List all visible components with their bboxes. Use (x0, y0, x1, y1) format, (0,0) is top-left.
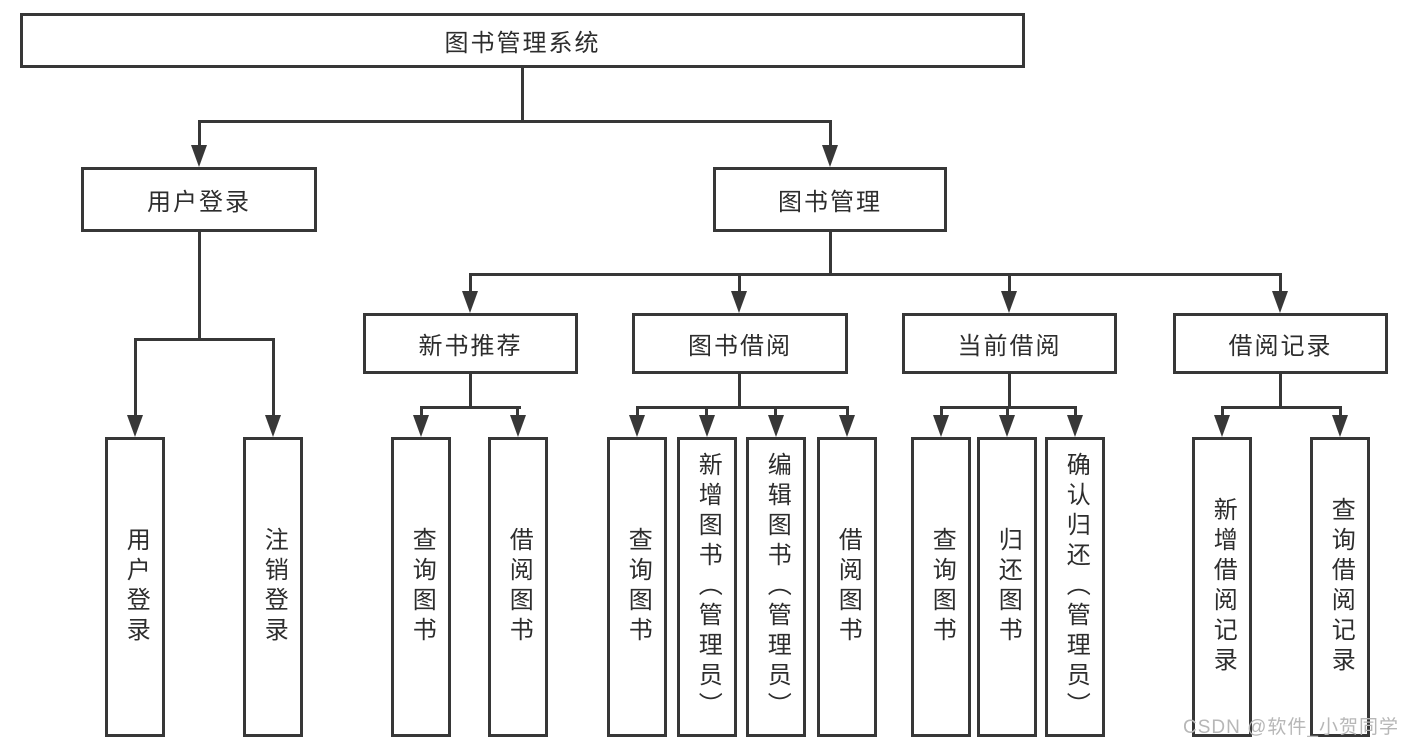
leaf-return-book: 归还图书 (977, 437, 1037, 737)
node-label: 查询借阅记录 (1327, 497, 1355, 677)
node-label: 编辑图书（管理员） (763, 452, 791, 722)
node-label: 新书推荐 (418, 333, 523, 360)
node-label: 确认归还（管理员） (1062, 452, 1090, 722)
connector-stem-newbook (469, 273, 472, 295)
arrowhead-down-icon (265, 415, 281, 437)
node-book-borrowing: 图书借阅 (632, 313, 848, 374)
leaf-borrow-books-2: 借阅图书 (817, 437, 877, 737)
arrowhead-down-icon (999, 415, 1015, 437)
leaf-edit-book-admin: 编辑图书（管理员） (746, 437, 806, 737)
arrowhead-down-icon (191, 145, 207, 167)
arrowhead-down-icon (699, 415, 715, 437)
node-label: 用户登录 (122, 527, 150, 647)
arrowhead-down-icon (629, 415, 645, 437)
connector-stem-leaf-user-login (134, 338, 137, 418)
node-label: 当前借阅 (957, 333, 1062, 360)
connector-bookborrow-hline (636, 406, 849, 409)
node-label: 新增图书（管理员） (694, 452, 722, 722)
arrowhead-down-icon (1272, 291, 1288, 313)
connector-newbook-hline (420, 406, 521, 409)
arrowhead-down-icon (1214, 415, 1230, 437)
leaf-query-books-3: 查询图书 (911, 437, 971, 737)
connector-stem (1339, 406, 1342, 418)
node-borrow-records: 借阅记录 (1173, 313, 1388, 374)
connector-stem (1006, 406, 1009, 418)
node-label: 图书管理系统 (444, 30, 601, 57)
node-label: 归还图书 (994, 527, 1022, 647)
arrowhead-down-icon (127, 415, 143, 437)
connector-stem-borrowrecords (1279, 273, 1282, 295)
connector-root-stub (521, 68, 524, 120)
arrowhead-down-icon (1332, 415, 1348, 437)
node-label: 借阅图书 (834, 527, 862, 647)
leaf-query-borrow-record: 查询借阅记录 (1310, 437, 1370, 737)
connector-currentborrow-stub (1008, 374, 1011, 408)
leaf-query-books-1: 查询图书 (391, 437, 451, 737)
connector-borrowrecords-hline (1221, 406, 1342, 409)
arrowhead-down-icon (822, 145, 838, 167)
arrowhead-down-icon (1067, 415, 1083, 437)
node-label: 查询图书 (408, 527, 436, 647)
node-user-login-group: 用户登录 (81, 167, 317, 232)
watermark-text: CSDN @软件_小贺同学 (1183, 717, 1399, 738)
arrowhead-down-icon (462, 291, 478, 313)
node-new-book-recommend: 新书推荐 (363, 313, 578, 374)
connector-stem (940, 406, 943, 418)
connector-stem-user-login (198, 120, 201, 148)
node-label: 用户登录 (147, 189, 251, 216)
node-book-management: 图书管理 (713, 167, 947, 232)
connector-login-stub (198, 232, 201, 338)
connector-bookborrow-stub (738, 374, 741, 408)
node-label: 注销登录 (260, 527, 288, 647)
leaf-query-books-2: 查询图书 (607, 437, 667, 737)
arrowhead-down-icon (933, 415, 949, 437)
leaf-confirm-return-admin: 确认归还（管理员） (1045, 437, 1105, 737)
arrowhead-down-icon (731, 291, 747, 313)
node-label: 图书借阅 (688, 333, 792, 360)
connector-borrowrecords-stub (1279, 374, 1282, 408)
leaf-add-borrow-record: 新增借阅记录 (1192, 437, 1252, 737)
connector-stem-book-mgmt (829, 120, 832, 148)
arrowhead-down-icon (839, 415, 855, 437)
connector-login-hline (134, 338, 275, 341)
arrowhead-down-icon (1001, 291, 1017, 313)
connector-newbook-stub (469, 374, 472, 408)
connector-level2-hline (198, 120, 832, 123)
node-label: 查询图书 (624, 527, 652, 647)
connector-level3-hline (469, 273, 1282, 276)
node-label: 图书管理 (778, 189, 882, 216)
node-label: 查询图书 (928, 527, 956, 647)
connector-bookmgmt-stub (829, 232, 832, 276)
connector-stem (420, 406, 423, 418)
arrowhead-down-icon (413, 415, 429, 437)
node-root: 图书管理系统 (20, 13, 1025, 68)
connector-stem (636, 406, 639, 418)
node-label: 借阅图书 (505, 527, 533, 647)
connector-stem (705, 406, 708, 418)
connector-stem-bookborrow (738, 273, 741, 295)
arrowhead-down-icon (768, 415, 784, 437)
connector-stem (516, 406, 519, 418)
connector-stem (1221, 406, 1224, 418)
node-current-borrowing: 当前借阅 (902, 313, 1117, 374)
connector-stem (846, 406, 849, 418)
node-label: 新增借阅记录 (1209, 497, 1237, 677)
leaf-borrow-books-1: 借阅图书 (488, 437, 548, 737)
connector-stem (1074, 406, 1077, 418)
connector-stem (774, 406, 777, 418)
connector-stem-currentborrow (1008, 273, 1011, 295)
leaf-logout: 注销登录 (243, 437, 303, 737)
leaf-user-login: 用户登录 (105, 437, 165, 737)
arrowhead-down-icon (510, 415, 526, 437)
node-label: 借阅记录 (1228, 333, 1333, 360)
leaf-add-book-admin: 新增图书（管理员） (677, 437, 737, 737)
connector-stem-leaf-logout (272, 338, 275, 418)
